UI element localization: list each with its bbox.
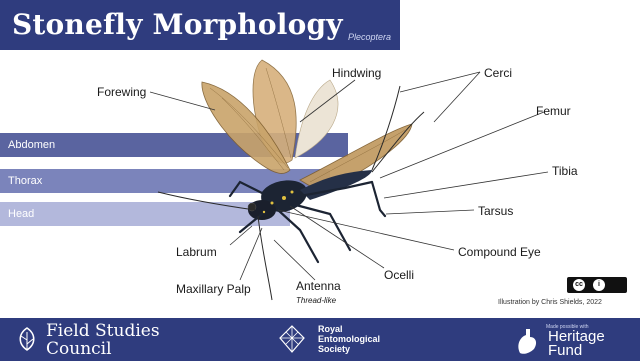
label-antenna: Antenna <box>296 279 341 293</box>
footer-bar: Field Studies Council Royal Entomologica… <box>0 318 640 361</box>
label-tibia: Tibia <box>552 164 578 178</box>
label-cerci: Cerci <box>484 66 512 80</box>
res-line1: Royal <box>318 324 380 334</box>
res-line2: Entomological <box>318 334 380 344</box>
illustration-credit: Illustration by Chris Shields, 2022 <box>498 299 602 306</box>
label-labrum: Labrum <box>176 245 217 259</box>
heritage-fund-logo[interactable]: Heritage Fund <box>548 330 605 358</box>
fsc-line2: Council <box>46 340 160 358</box>
hf-line2: Fund <box>548 344 605 358</box>
label-ocelli: Ocelli <box>384 268 414 282</box>
royal-entomological-society-icon <box>274 324 310 354</box>
royal-entomological-society-logo[interactable]: Royal Entomological Society <box>318 324 380 354</box>
cc-license-badge[interactable]: cc i <box>567 277 627 293</box>
label-forewing: Forewing <box>97 85 146 99</box>
heritage-fund-hand-icon <box>512 327 542 355</box>
legs <box>230 182 385 262</box>
field-studies-council-logo[interactable]: Field Studies Council <box>46 322 160 358</box>
field-studies-leaf-icon <box>14 326 40 352</box>
by-icon: i <box>593 279 605 291</box>
label-antenna-note: Thread-like <box>296 296 336 305</box>
label-hindwing: Hindwing <box>332 66 381 80</box>
label-compound-eye: Compound Eye <box>458 245 541 259</box>
hindwing-membrane <box>295 80 338 158</box>
res-line3: Society <box>318 344 380 354</box>
fsc-line1: Field Studies <box>46 322 160 340</box>
label-tarsus: Tarsus <box>478 204 513 218</box>
label-femur: Femur <box>536 104 571 118</box>
label-maxillary-palp: Maxillary Palp <box>176 282 251 296</box>
cc-icon: cc <box>573 279 585 291</box>
